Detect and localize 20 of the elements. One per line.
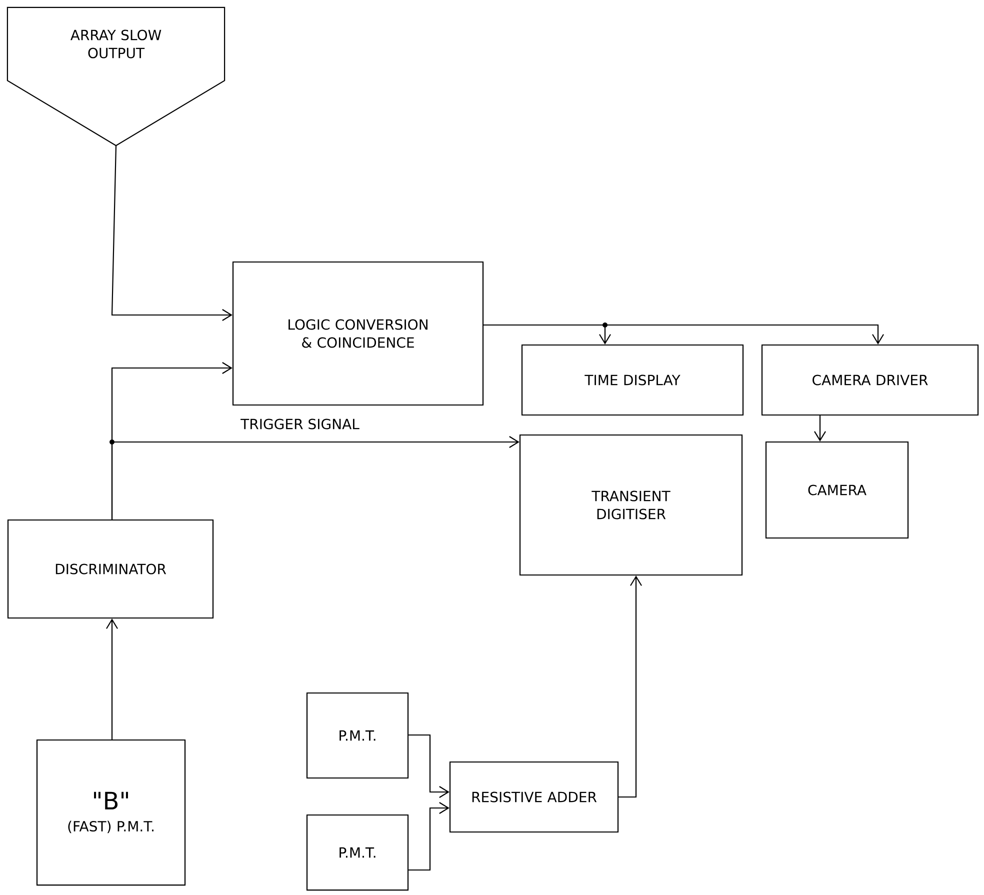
process-box: CAMERA [765,441,909,539]
process-box: TIME DISPLAY [521,344,744,416]
edge-label: TRIGGER SIGNAL [238,416,362,432]
output-pentagon: ARRAY SLOW OUTPUT [6,6,226,146]
detector-box: "B" (FAST) P.M.T. [36,739,186,886]
process-box: RESISTIVE ADDER [449,761,619,833]
arrow [408,802,450,871]
arrow [408,734,450,798]
detector-box: P.M.T. [306,814,409,891]
process-box: TRANSIENT DIGITISER [519,434,743,576]
process-box: CAMERA DRIVER [761,344,979,416]
arrow [106,618,118,740]
arrow [111,436,520,520]
arrow [618,576,642,798]
arrow [484,324,884,344]
arrow [111,146,232,321]
process-box: DISCRIMINATOR [7,519,214,619]
process-box: LOGIC CONVERSION & COINCIDENCE [232,261,484,406]
detector-box: P.M.T. [306,692,409,779]
arrow [814,416,826,442]
